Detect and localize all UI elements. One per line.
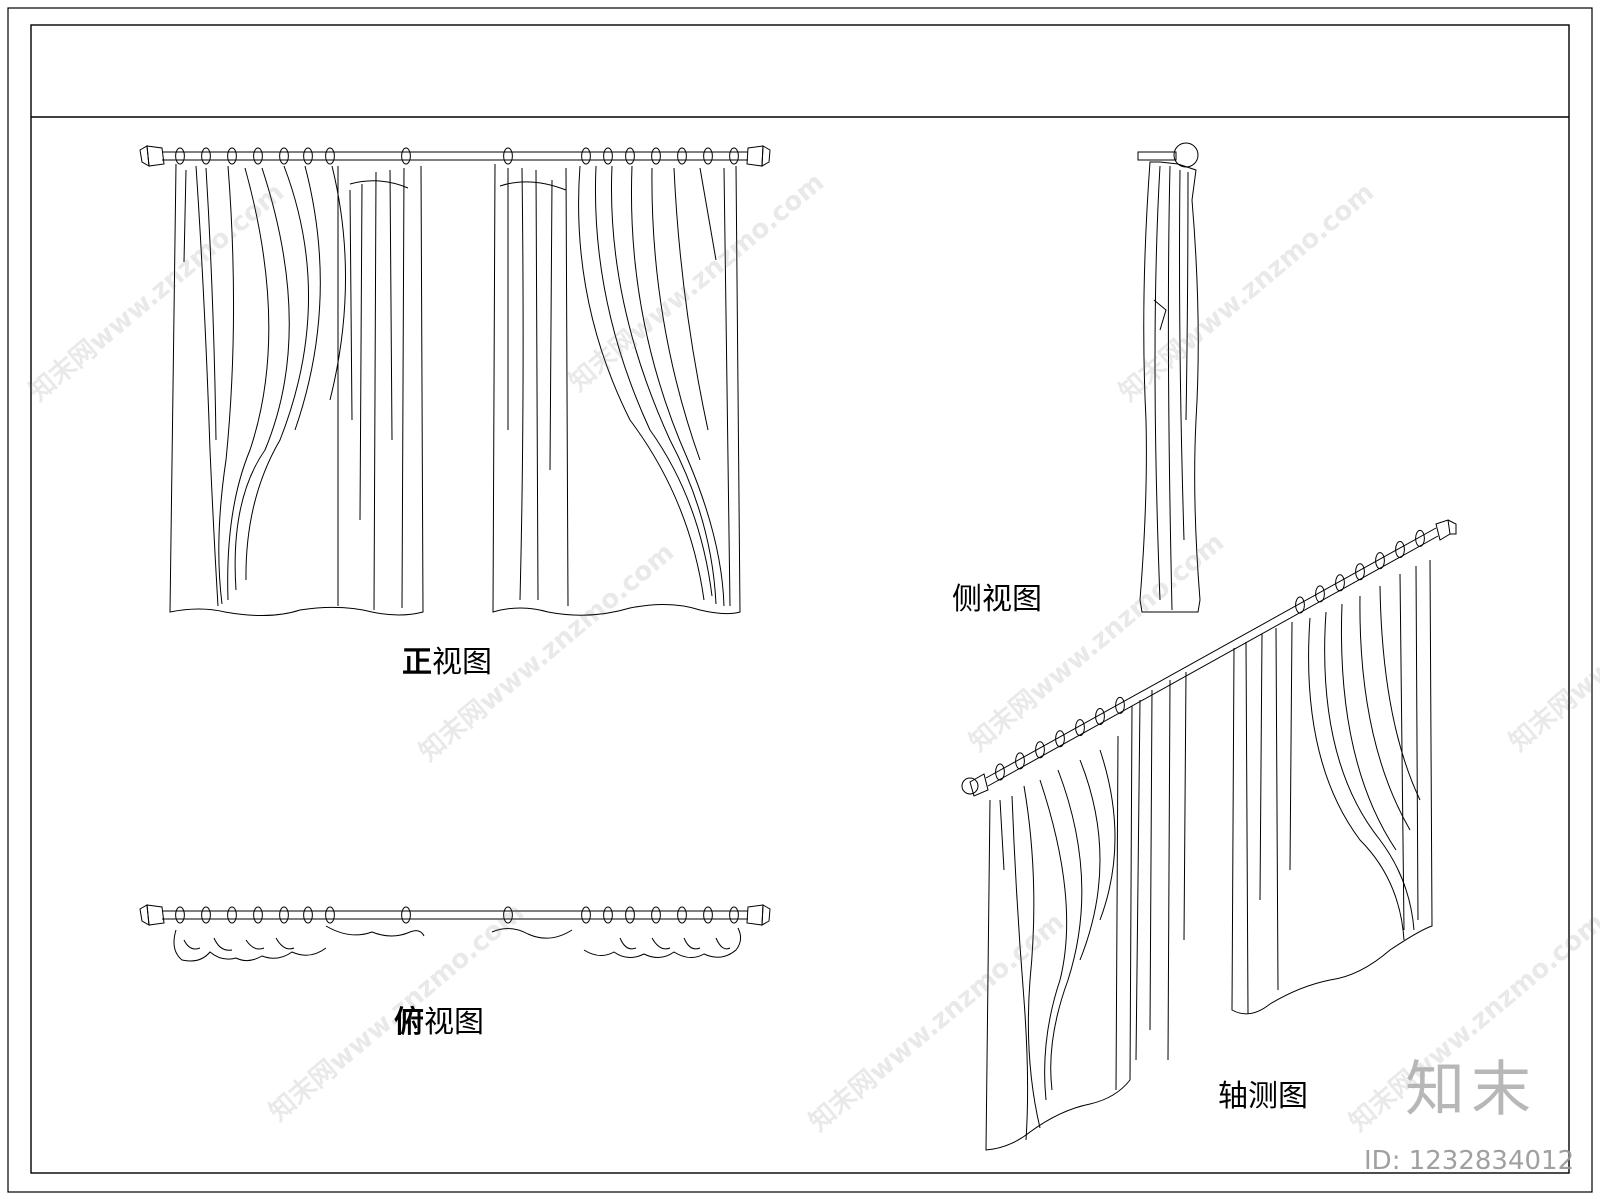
curtain-ring [1035,741,1045,759]
curtain-ring [1315,585,1325,603]
curtain-ring [1295,596,1305,614]
curtain-ring [279,147,289,165]
curtain-ring [603,147,613,165]
top-view-label: 俯视图 [394,1005,484,1040]
brand-logo: 知末 [1405,1055,1537,1125]
curtain-ring [253,906,263,924]
curtain-ring [1355,563,1365,581]
curtain-ring [325,906,335,924]
top-view-drawing [139,904,771,962]
curtain-ring [201,906,211,924]
curtain-ring [503,147,513,165]
curtain-ring [175,147,185,165]
curtain-ring [729,147,739,165]
curtain-ring [677,906,687,924]
curtain-ring [703,906,713,924]
front-view-label: 正视图 [402,645,492,680]
curtain-ring [1415,529,1425,547]
curtain-ring [651,906,661,924]
curtain-ring [677,147,687,165]
curtain-ring [729,906,739,924]
side-view-label: 侧视图 [952,582,1042,617]
curtain-ring [1055,730,1065,748]
curtain-ring [625,906,635,924]
curtain-ring [303,906,313,924]
curtain-ring [303,147,313,165]
curtain-ring [703,147,713,165]
image-id: ID: 1232834012 [1364,1146,1575,1176]
curtain-ring [227,906,237,924]
curtain-ring [401,906,411,924]
curtain-ring [201,147,211,165]
curtain-ring [603,906,613,924]
curtain-ring [581,906,591,924]
curtain-ring [1395,541,1405,558]
curtain-ring [651,147,661,165]
curtain-ring [995,763,1005,781]
axonometric-view-drawing [961,519,1457,1151]
curtain-ring [1115,696,1125,714]
curtain-ring [1095,708,1105,725]
curtain-ring [1375,552,1385,570]
curtain-ring [625,147,635,165]
front-view-drawing [139,145,771,617]
axonometric-view-label: 轴测图 [1218,1079,1308,1114]
curtain-ring [325,147,335,165]
curtain-ring [1075,719,1085,737]
curtain-ring [581,147,591,165]
curtain-ring [503,906,513,924]
curtain-ring [1015,752,1025,770]
curtain-ring [401,147,411,165]
curtain-ring [1335,574,1345,592]
inner-border [30,24,1570,1174]
curtain-ring [175,906,185,924]
curtain-ring [279,906,289,924]
curtain-ring [227,147,237,165]
side-view-drawing [1137,142,1201,613]
curtain-ring [253,147,263,165]
outer-border [7,7,1593,1193]
